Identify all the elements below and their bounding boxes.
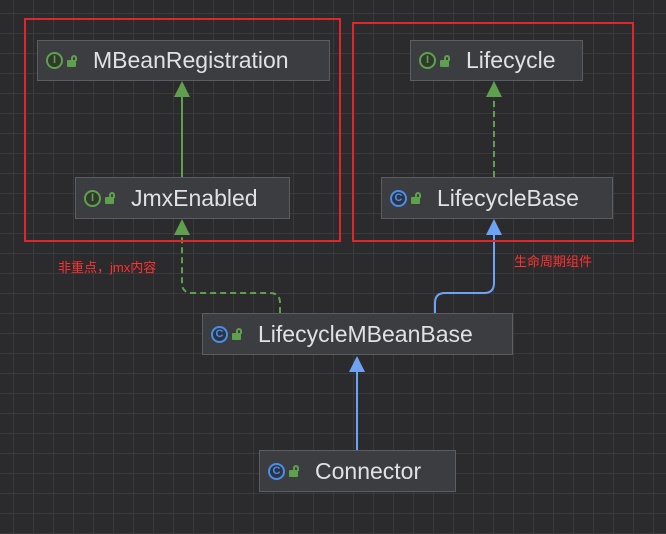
- lock-icon: [440, 54, 452, 67]
- lifecycle-highlight-box: [352, 22, 634, 242]
- class-icon: C: [390, 189, 407, 207]
- interface-icon: I: [84, 189, 101, 207]
- node-jmxenabled[interactable]: I JmxEnabled: [75, 177, 290, 219]
- node-label: LifecycleMBeanBase: [258, 320, 473, 347]
- arrowhead-mbeanregistration: [174, 81, 190, 97]
- node-connector[interactable]: C Connector: [259, 450, 456, 492]
- node-lifecycle[interactable]: I Lifecycle: [410, 40, 583, 81]
- arrowhead-jmxenabled: [174, 219, 190, 235]
- node-label: JmxEnabled: [131, 184, 258, 211]
- node-label: MBeanRegistration: [93, 47, 289, 73]
- lock-icon: [289, 465, 301, 477]
- lock-icon: [232, 328, 244, 340]
- jmx-highlight-box: [24, 18, 341, 242]
- lock-icon: [105, 192, 117, 204]
- node-lifecyclebase[interactable]: C LifecycleBase: [381, 177, 613, 219]
- edge-lifecyclembeanbase-to-jmxenabled: [181, 234, 281, 313]
- node-label: Connector: [315, 457, 422, 484]
- node-lifecyclembeanbase[interactable]: C LifecycleMBeanBase: [202, 313, 513, 355]
- lock-icon: [411, 192, 423, 204]
- arrowhead-lifecyclembeanbase: [349, 356, 365, 372]
- interface-icon: I: [419, 52, 436, 69]
- node-label: Lifecycle: [466, 47, 556, 73]
- arrowhead-lifecyclebase: [486, 219, 502, 235]
- node-mbeanregistration[interactable]: I MBeanRegistration: [37, 40, 330, 81]
- arrowhead-lifecycle: [486, 81, 502, 97]
- lock-icon: [67, 54, 79, 67]
- interface-icon: I: [46, 52, 63, 69]
- class-icon: C: [268, 462, 285, 480]
- node-label: LifecycleBase: [437, 184, 579, 211]
- class-icon: C: [211, 325, 228, 343]
- jmx-annotation: 非重点，jmx内容: [58, 260, 157, 275]
- lifecycle-annotation: 生命周期组件: [514, 254, 593, 269]
- edge-lifecyclembeanbase-to-lifecyclebase: [434, 234, 495, 313]
